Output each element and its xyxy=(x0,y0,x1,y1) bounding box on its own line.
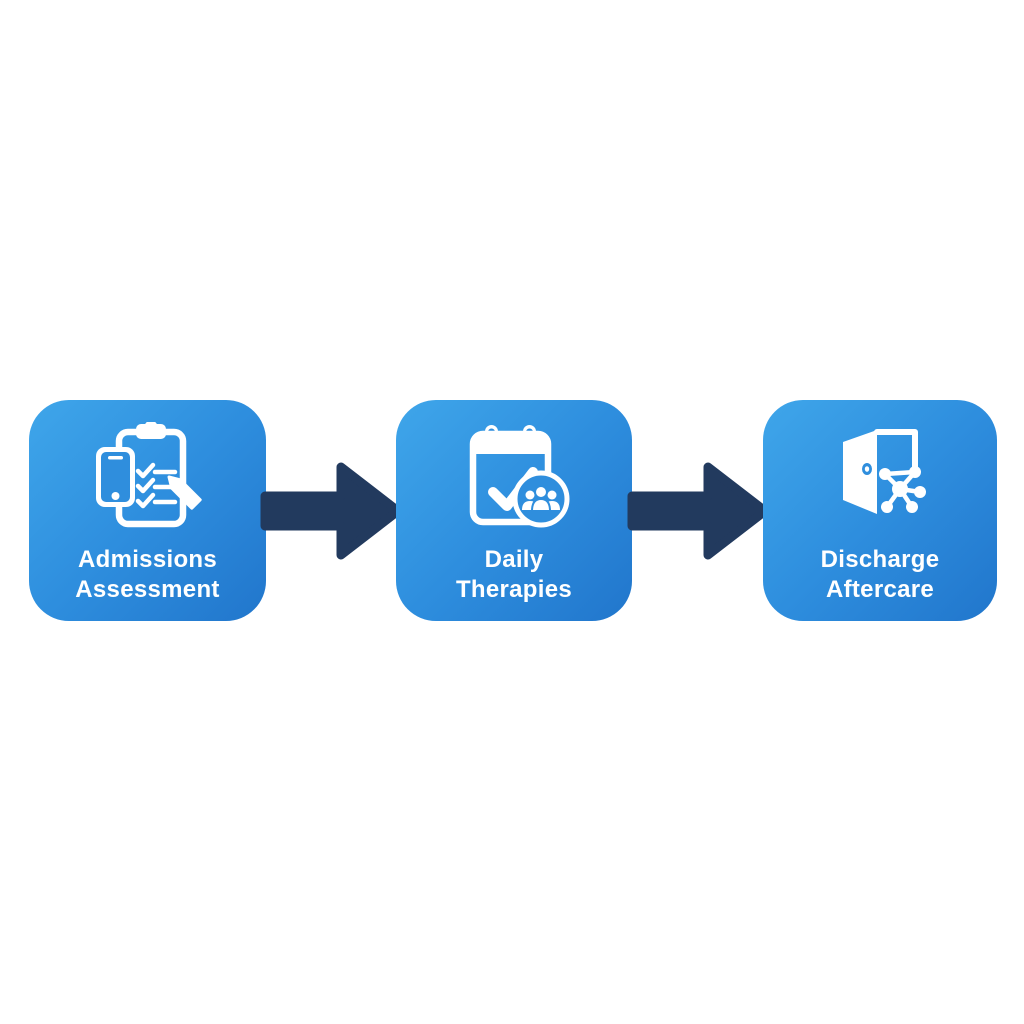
open-door-network-icon xyxy=(815,422,945,542)
step-label-line: Therapies xyxy=(455,576,573,603)
right-arrow-icon xyxy=(260,462,403,560)
step-label-line: Discharge xyxy=(820,546,940,573)
right-arrow-icon xyxy=(627,462,770,560)
step-label-discharge-aftercare: Discharge Aftercare xyxy=(763,545,997,605)
step-label-line: Aftercare xyxy=(825,576,935,603)
step-box-daily-therapies: Daily Therapies xyxy=(396,400,632,621)
step-label-daily-therapies: Daily Therapies xyxy=(396,545,632,605)
phone-clipboard-checklist-pencil-icon xyxy=(83,422,213,542)
step-label-line: Daily xyxy=(484,546,544,573)
step-label-line: Assessment xyxy=(75,576,220,603)
step-label-admissions-assessment: Admissions Assessment xyxy=(29,545,266,605)
step-box-discharge-aftercare: Discharge Aftercare xyxy=(763,400,997,621)
calendar-check-group-icon xyxy=(449,422,579,542)
step-label-line: Admissions xyxy=(77,546,218,573)
step-box-admissions-assessment: Admissions Assessment xyxy=(29,400,266,621)
